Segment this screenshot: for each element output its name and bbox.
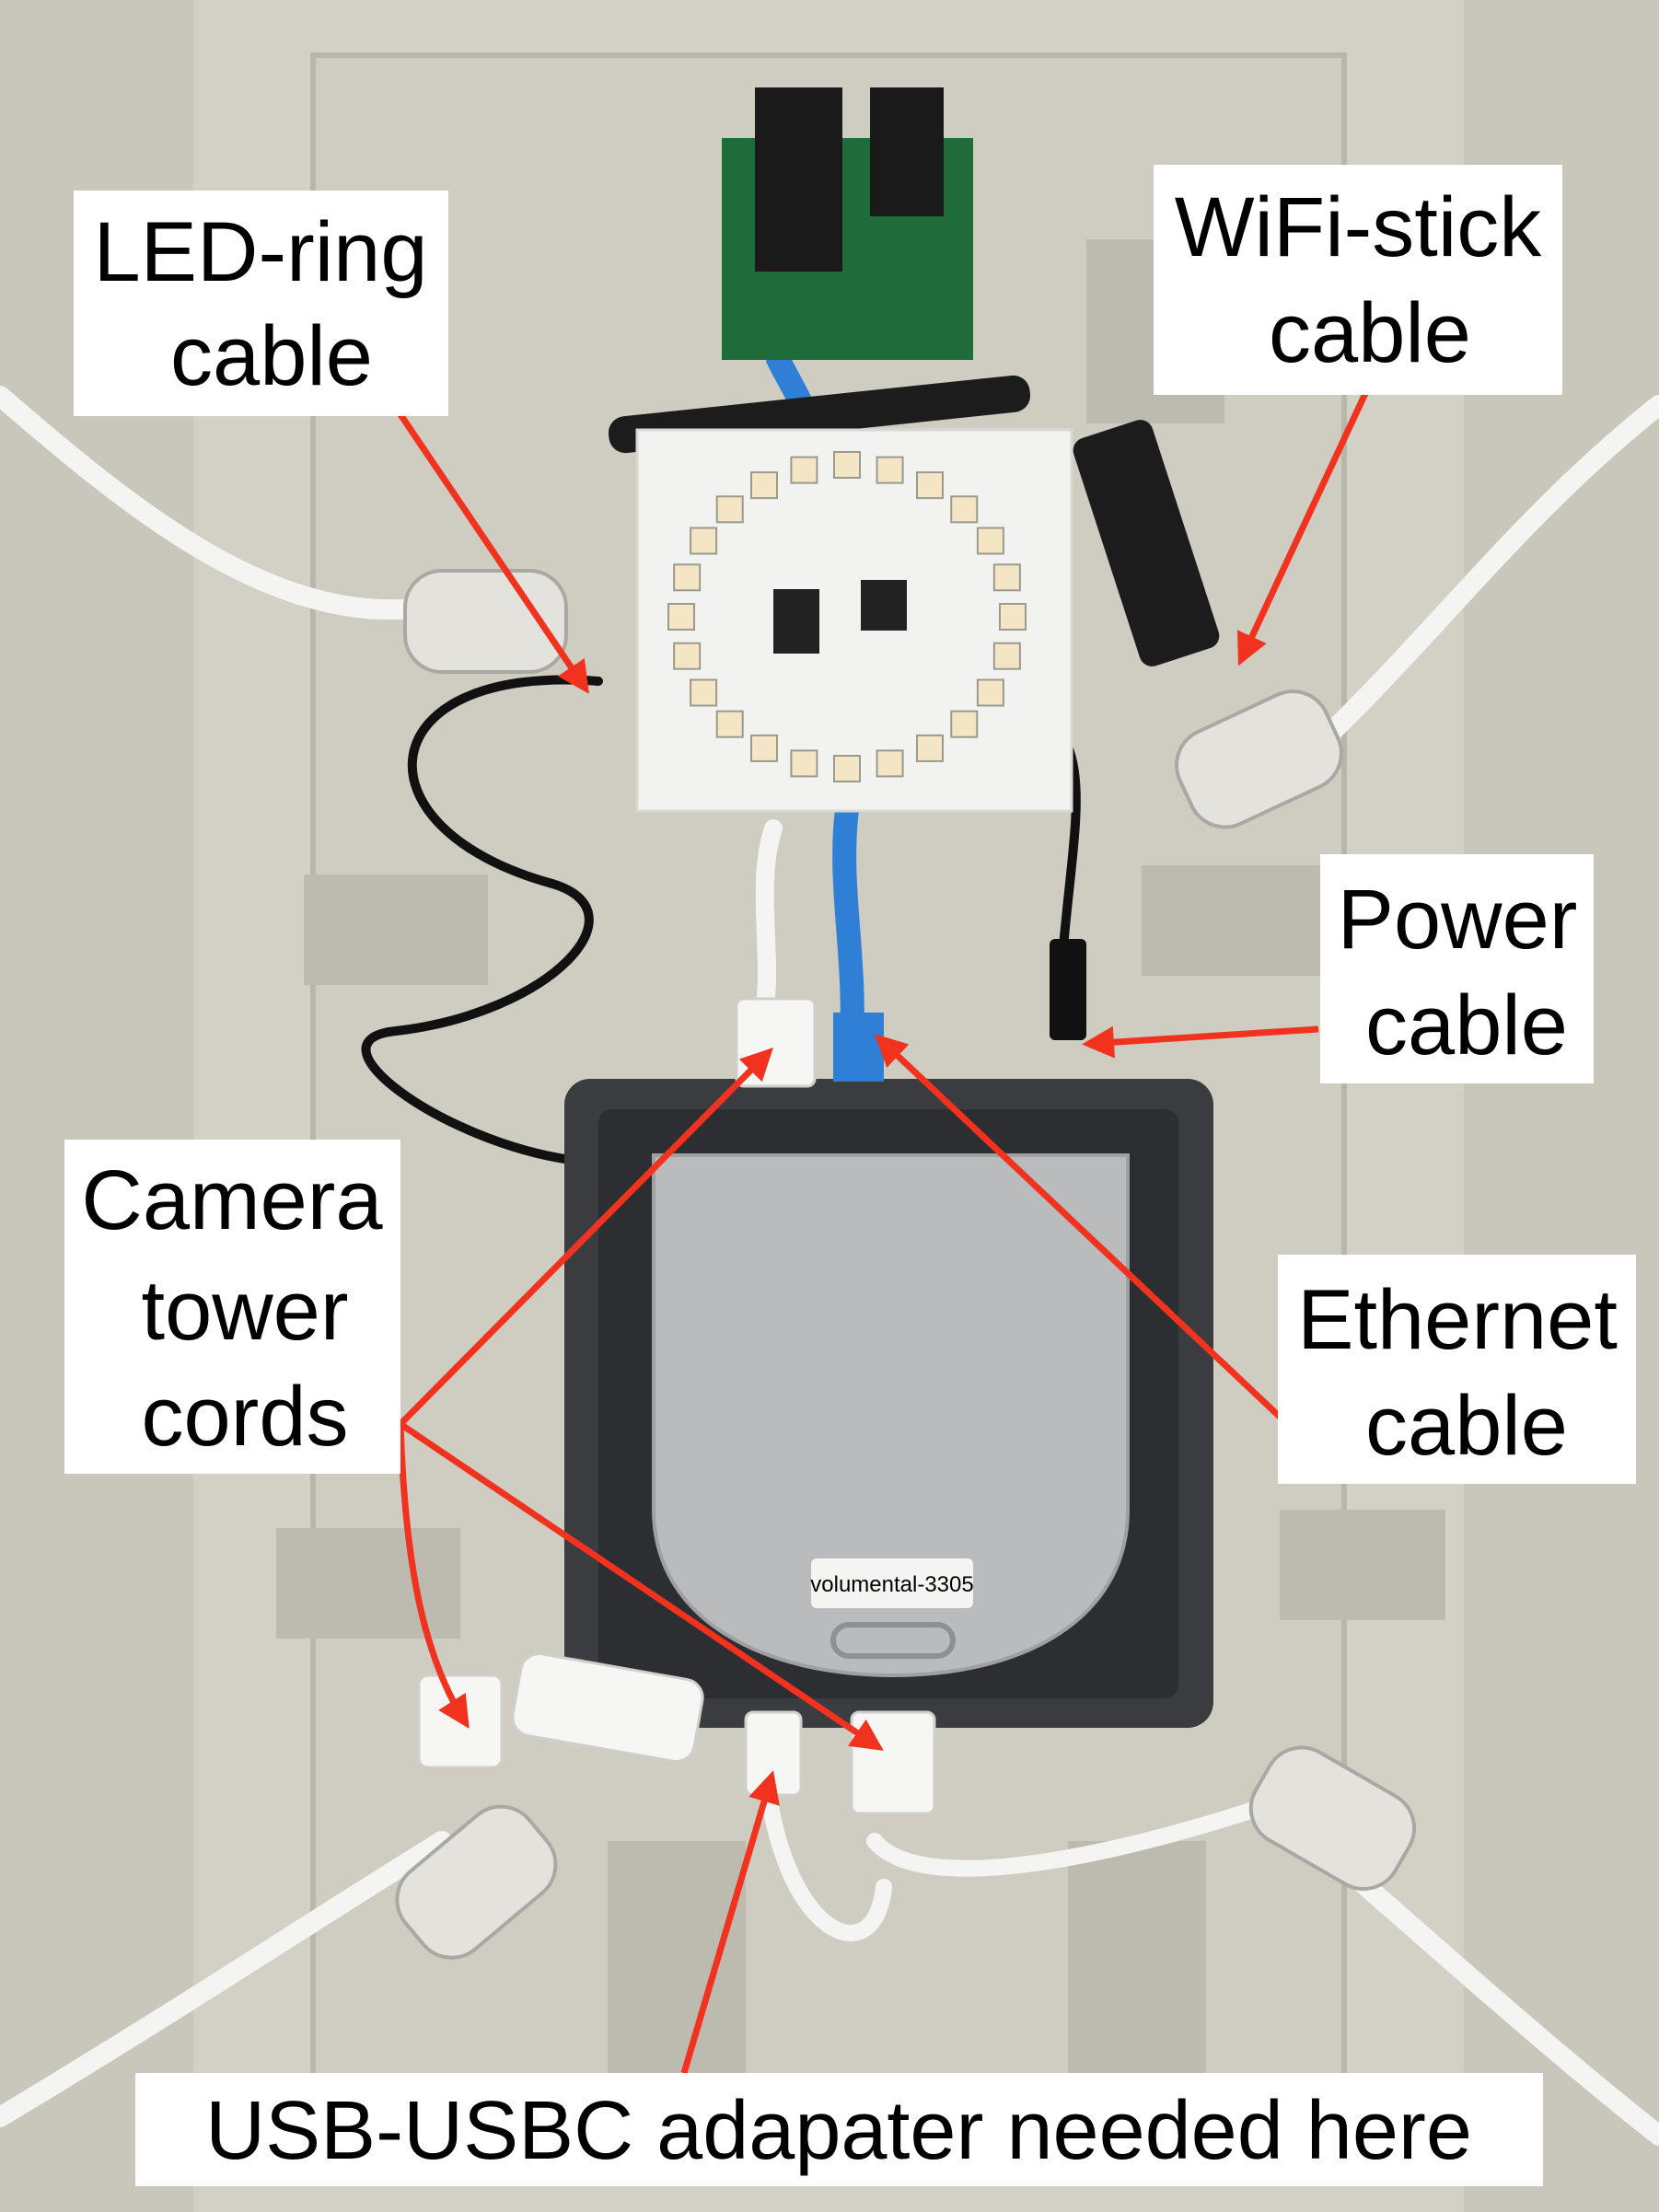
label-wifi-stick: WiFi-stick cable: [1154, 165, 1562, 395]
led: [750, 734, 778, 762]
led: [833, 755, 861, 782]
ethernet-plug: [833, 1013, 884, 1082]
arrow-wifi: [1236, 386, 1372, 666]
svg-text:cable: cable: [1365, 979, 1568, 1072]
led: [992, 563, 1021, 592]
device-sticker: [811, 1558, 973, 1608]
label-led-ring: LED-ring cable: [74, 191, 448, 416]
led: [950, 710, 979, 738]
label-ethernet: Ethernet cable: [1278, 1255, 1636, 1484]
led: [950, 495, 979, 524]
device-sticker-text: volumental-3305: [810, 1572, 973, 1597]
led: [750, 471, 778, 500]
arrow-camera-1: [398, 1048, 773, 1427]
svg-text:cable: cable: [170, 309, 373, 403]
led: [715, 495, 744, 524]
arrow-ethernet: [874, 1034, 1283, 1420]
led: [715, 710, 744, 738]
led: [690, 678, 718, 707]
svg-text:cords: cords: [142, 1370, 349, 1464]
svg-text:Ethernet: Ethernet: [1297, 1273, 1618, 1367]
arrow-led-ring: [389, 400, 589, 694]
svg-text:cable: cable: [1365, 1379, 1568, 1473]
led: [992, 642, 1021, 670]
led: [667, 603, 695, 631]
led: [673, 563, 702, 592]
label-usb-adapter: USB-USBC adapater needed here: [135, 2073, 1543, 2186]
svg-text:tower: tower: [142, 1264, 349, 1358]
svg-text:USB-USBC adapater needed here: USB-USBC adapater needed here: [205, 2085, 1472, 2177]
led: [833, 451, 861, 479]
led: [976, 678, 1004, 707]
svg-text:Camera: Camera: [81, 1153, 383, 1247]
svg-text:WiFi-stick: WiFi-stick: [1175, 180, 1543, 274]
svg-text:cable: cable: [1269, 286, 1471, 380]
wifi-stick: [1073, 420, 1220, 666]
led: [876, 749, 904, 778]
led-ring-pcb: [635, 428, 1073, 813]
arrow-usb: [680, 1770, 780, 2074]
led: [976, 527, 1004, 555]
label-power: Power cable: [1320, 854, 1594, 1083]
mini-pc: volumental-3305: [564, 1079, 1213, 1728]
annotation-arrows: [389, 386, 1372, 2074]
led: [916, 471, 944, 500]
svg-text:LED-ring: LED-ring: [93, 205, 427, 299]
led: [673, 642, 702, 670]
label-camera-tower: Camera tower cords: [64, 1140, 400, 1474]
led: [690, 527, 718, 555]
arrow-camera-3: [399, 1421, 884, 1751]
led: [916, 734, 944, 762]
led: [999, 603, 1027, 631]
led: [790, 749, 818, 778]
power-plug: [1050, 939, 1086, 1040]
svg-text:Power: Power: [1338, 873, 1578, 967]
led: [876, 456, 904, 484]
arrow-camera-2: [397, 1423, 470, 1729]
arrow-power: [1082, 1025, 1319, 1059]
connector-pcb: [722, 87, 973, 360]
led: [790, 456, 818, 484]
